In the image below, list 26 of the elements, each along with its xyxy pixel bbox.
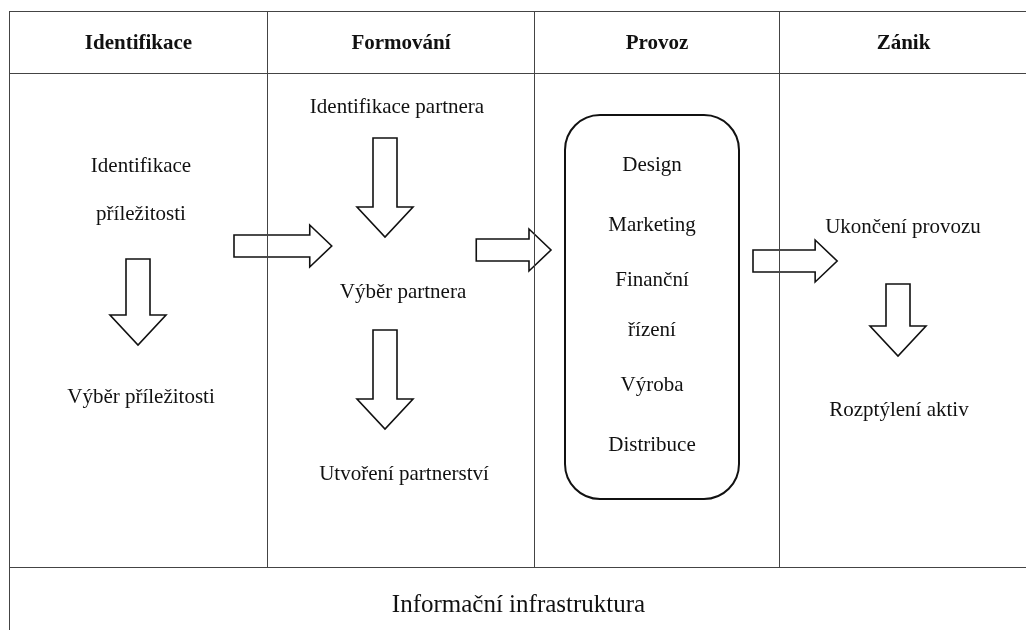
activity-label: Finanční řízení [614,266,690,343]
activity-label: Distribuce [607,431,697,458]
step-label: Identifikace příležitosti [78,141,204,237]
activity-box [564,114,740,500]
step-label: Ukončení provozu [825,213,981,239]
activity-label: Marketing [607,211,697,238]
column-heading: Zánik [876,30,931,55]
block-arrow [752,238,839,284]
step-label: Výběr příležitosti [67,383,215,409]
step-label: Rozptýlení aktiv [829,396,969,422]
block-arrow [475,227,553,273]
block-arrow [868,283,928,358]
block-arrow [355,329,415,431]
activity-label: Výroba [619,371,685,398]
column-heading: Provoz [625,30,689,55]
block-arrow [108,258,168,347]
step-label: Výběr partnera [339,278,467,304]
step-label: Identifikace partnera [309,93,485,119]
column-heading: Formování [351,30,451,55]
block-arrow [233,223,333,269]
column-heading: Identifikace [84,30,193,55]
step-label: Utvoření partnerství [319,460,489,486]
block-arrow [355,137,415,239]
infrastructure-band [9,567,1026,630]
band-label: Informační infrastruktura [391,590,646,618]
activity-label: Design [621,151,683,178]
